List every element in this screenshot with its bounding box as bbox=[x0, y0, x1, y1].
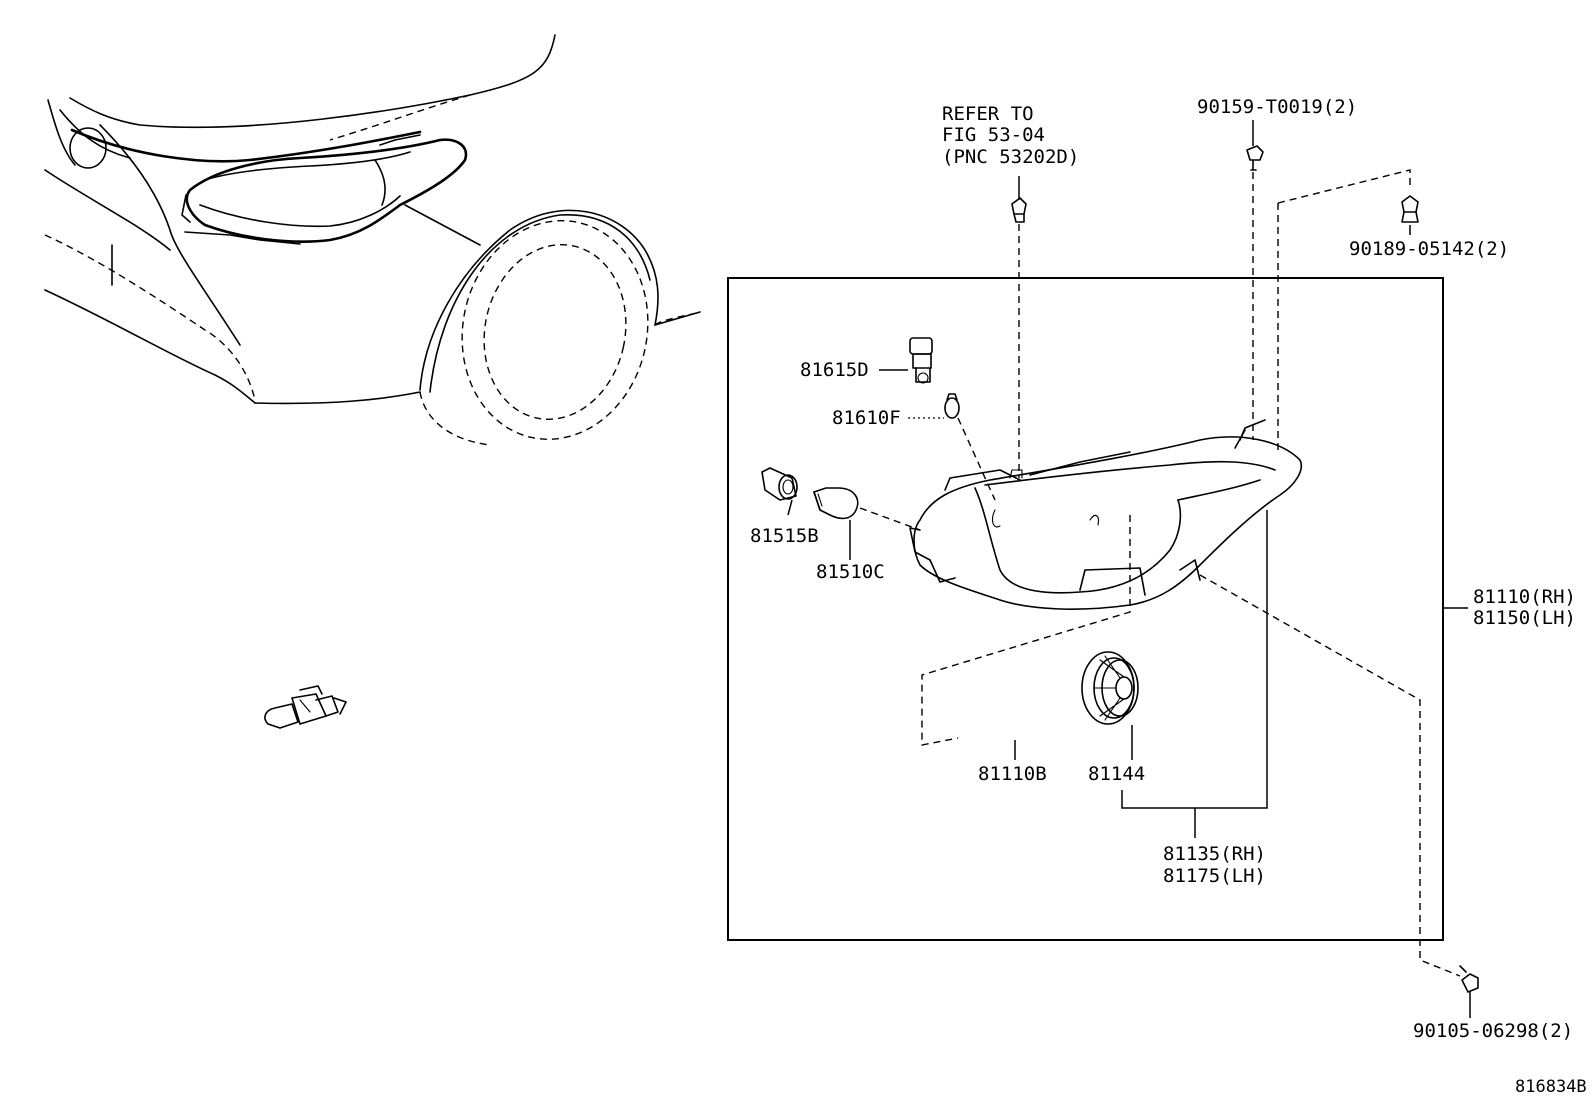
part-labels: REFER TO FIG 53-04 (PNC 53202D) 90159-T0… bbox=[750, 96, 1587, 1097]
label-socket-top: 81615D bbox=[800, 359, 869, 381]
bulb-81110b-icon bbox=[264, 685, 347, 729]
refer-note-line2: FIG 53-04 bbox=[942, 124, 1045, 146]
label-clip-top: 90189-05142(2) bbox=[1349, 238, 1509, 260]
label-bolt-bottom: 90105-06298(2) bbox=[1413, 1020, 1573, 1042]
label-bulb-main: 81110B bbox=[978, 763, 1047, 785]
label-cap: 81144 bbox=[1088, 763, 1145, 785]
bolt-90159-icon bbox=[1246, 145, 1264, 171]
refer-note-line1: REFER TO bbox=[942, 103, 1034, 125]
headlamp-assembly-drawing bbox=[909, 419, 1302, 610]
leader-lines bbox=[787, 120, 1471, 1018]
vehicle-front-illustration bbox=[44, 34, 701, 446]
label-headlamp-lh: 81150(LH) bbox=[1473, 607, 1576, 629]
clip-90189-icon bbox=[1401, 195, 1419, 223]
figure-id: 816834B bbox=[1515, 1077, 1587, 1097]
clip-53202d-icon bbox=[1011, 197, 1027, 223]
cap-81144-icon bbox=[1081, 651, 1139, 725]
bolt-90105-icon bbox=[1459, 965, 1479, 993]
label-unit-lh: 81175(LH) bbox=[1163, 865, 1266, 887]
bulb-81610f-icon bbox=[944, 393, 960, 419]
label-socket-left: 81515B bbox=[750, 525, 819, 547]
label-bulb-small: 81610F bbox=[832, 407, 901, 429]
label-headlamp-rh: 81110(RH) bbox=[1473, 586, 1576, 608]
label-bolt-top: 90159-T0019(2) bbox=[1197, 96, 1357, 118]
assembly-box bbox=[727, 277, 1444, 941]
socket-81515b-icon bbox=[761, 467, 798, 501]
bulb-81510c-icon bbox=[813, 487, 859, 520]
refer-note-line3: (PNC 53202D) bbox=[942, 146, 1079, 168]
socket-81615d-icon bbox=[909, 337, 933, 384]
label-bulb-turn: 81510C bbox=[816, 561, 885, 583]
label-unit-rh: 81135(RH) bbox=[1163, 843, 1266, 865]
